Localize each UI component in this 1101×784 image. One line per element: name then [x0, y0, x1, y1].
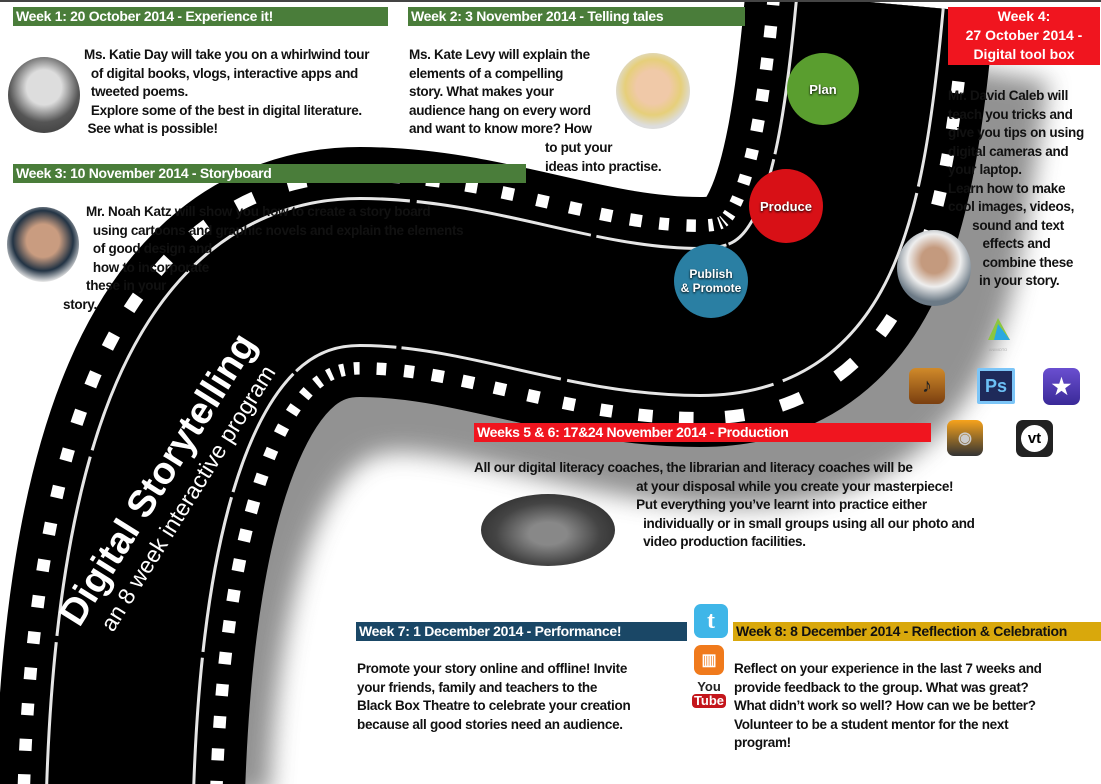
week7-text: Promote your story online and offline! I…: [357, 660, 631, 734]
stage-produce: Produce: [749, 169, 823, 243]
stage-produce-label: Produce: [759, 198, 812, 214]
animoto-icon: [988, 318, 1010, 340]
week2-line: Ms. Kate Levy will explain the: [409, 47, 590, 62]
week4-line: Mr. David Caleb will: [948, 88, 1069, 103]
week4-line: sound and text: [948, 217, 1064, 233]
week4-line: cool images, videos,: [948, 199, 1075, 214]
week4-header-line: 27 October 2014 -: [965, 27, 1083, 43]
week2-text: Ms. Kate Levy will explain the elements …: [409, 46, 592, 139]
week4-line: combine these: [948, 254, 1074, 270]
photoshop-label: Ps: [984, 375, 1008, 396]
week1-line: tweeted poems.: [84, 84, 188, 99]
twitter-icon: t: [694, 604, 728, 638]
videolicious-icon: vt: [1016, 420, 1053, 457]
youtube-icon: You Tube: [692, 680, 726, 708]
week3-line: how to incorporate: [86, 259, 210, 275]
week7-header: Week 7: 1 December 2014 - Performance!: [356, 622, 687, 641]
week4-header-line: Digital tool box: [973, 46, 1075, 62]
week1-line: Explore some of the best in digital lite…: [84, 102, 362, 118]
week4-line: your laptop.: [948, 162, 1022, 177]
week3-line: these in your: [86, 278, 167, 293]
stage-plan: Plan: [787, 53, 859, 125]
week56-line: video production facilities.: [474, 534, 806, 549]
week8-header: Week 8: 8 December 2014 - Reflection & C…: [733, 622, 1101, 641]
week3-avatar: [7, 207, 79, 282]
week7-line: Black Box Theatre to celebrate your crea…: [357, 698, 631, 713]
week2-line: to put your: [545, 140, 613, 155]
week1-line: of digital books, vlogs, interactive app…: [84, 65, 358, 81]
week4-line: Learn how to make: [948, 180, 1066, 196]
week3-line: using cartoons and graphic novels and ex…: [86, 222, 464, 238]
stage-publish-promote: Publish & Promote: [674, 244, 748, 318]
photoshop-icon: Ps: [977, 368, 1015, 404]
week2-line: and want to know more? How: [409, 121, 592, 136]
ibooks-icon: ▥: [694, 645, 724, 675]
week8-line: program!: [734, 735, 791, 750]
week2-header: Week 2: 3 November 2014 - Telling tales: [408, 7, 745, 26]
week2-line: ideas into practise.: [545, 158, 662, 174]
week2-line: story. What makes your: [409, 84, 554, 99]
week7-line: because all good stories need an audienc…: [357, 716, 623, 732]
animoto-label: ANIMOTO: [988, 347, 1008, 352]
week4-line: in your story.: [948, 273, 1060, 288]
week2-avatar: [616, 53, 690, 129]
garageband-icon: ♪: [909, 368, 945, 404]
youtube-you: You: [697, 679, 721, 694]
week4-avatar: [897, 230, 971, 306]
week7-line: your friends, family and teachers to the: [357, 679, 598, 695]
week1-line: See what is possible!: [84, 121, 218, 136]
week8-text: Reflect on your experience in the last 7…: [734, 660, 1042, 753]
week3-text: Mr. Noah Katz will show you how to creat…: [86, 203, 464, 296]
stage-plan-label: Plan: [809, 81, 837, 97]
week2-line: elements of a compelling: [409, 65, 564, 81]
week3-header: Week 3: 10 November 2014 - Storyboard: [13, 164, 526, 183]
week4-line: effects and: [948, 236, 1051, 251]
week8-line: What didn’t work so well? How can we be …: [734, 698, 1036, 713]
week1-avatar: [8, 57, 80, 133]
week56-line: at your disposal while you create your m…: [474, 478, 954, 494]
week1-text: Ms. Katie Day will take you on a whirlwi…: [84, 46, 370, 139]
videolicious-label: vt: [1021, 425, 1048, 452]
week4-text: Mr. David Caleb will teach you tricks an…: [948, 87, 1084, 291]
week56-line: All our digital literacy coaches, the li…: [474, 460, 913, 475]
week56-header: Weeks 5 & 6: 17&24 November 2014 - Produ…: [474, 423, 931, 442]
week3-line: Mr. Noah Katz will show you how to creat…: [86, 204, 431, 219]
week4-header: Week 4: 27 October 2014 - Digital tool b…: [948, 7, 1100, 65]
week1-header: Week 1: 20 October 2014 - Experience it!: [13, 7, 388, 26]
week4-header-line: Week 4:: [997, 8, 1051, 24]
week4-line: digital cameras and: [948, 143, 1069, 159]
imovie-icon: ★: [1043, 368, 1080, 405]
week56-line: Put everything you’ve learnt into practi…: [474, 497, 927, 512]
youtube-tube: Tube: [692, 693, 726, 708]
iphoto-icon: ◉: [947, 420, 983, 456]
week56-line: individually or in small groups using al…: [474, 515, 975, 531]
animoto-logo: ANIMOTO: [983, 318, 1013, 352]
week7-line: Promote your story online and offline! I…: [357, 661, 628, 676]
week56-text: All our digital literacy coaches, the li…: [474, 459, 975, 552]
stage-promote-label: & Promote: [680, 281, 742, 295]
coaches-group-photo: [481, 494, 615, 566]
week8-line: provide feedback to the group. What was …: [734, 679, 1029, 695]
week3-line: of good design and: [86, 241, 212, 256]
week4-line: teach you tricks and: [948, 106, 1073, 122]
week8-line: Volunteer to be a student mentor for the…: [734, 716, 1009, 732]
week8-line: Reflect on your experience in the last 7…: [734, 661, 1042, 676]
week2-line: audience hang on every word: [409, 102, 591, 118]
stage-publish-label: Publish: [689, 267, 733, 281]
week2-text-right: to put your ideas into practise.: [545, 139, 662, 176]
week1-line: Ms. Katie Day will take you on a whirlwi…: [84, 47, 370, 62]
week4-line: give you tips on using: [948, 125, 1084, 140]
week3-last-line: story.: [63, 297, 97, 312]
